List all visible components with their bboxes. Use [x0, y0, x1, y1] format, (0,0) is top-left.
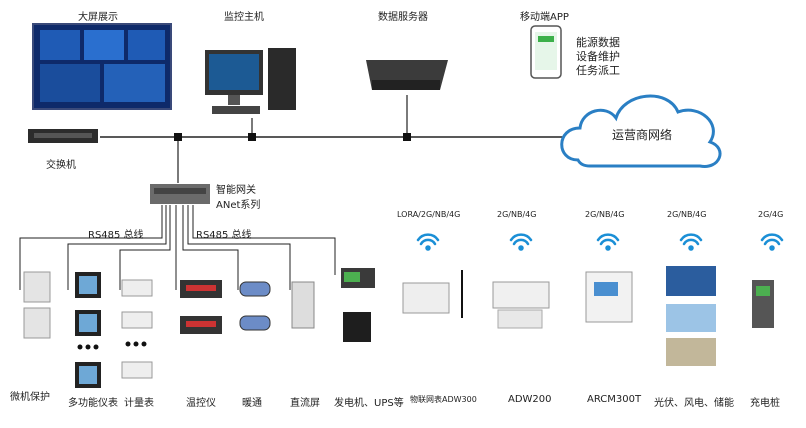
- charger-screen: [756, 286, 770, 296]
- storage-image: [666, 338, 716, 366]
- wifi-icon: [509, 233, 533, 251]
- device-label-dc: 直流屏: [290, 398, 320, 409]
- meter-display: [79, 314, 97, 332]
- mobile-app-label: 移动端APP: [520, 12, 569, 23]
- screen-panel: [104, 64, 165, 102]
- monitor-display: [209, 54, 259, 90]
- wifi-icon: [416, 233, 440, 251]
- junction-node: [248, 133, 256, 141]
- wind-image: [666, 304, 716, 332]
- app-feature-dispatch: 任务派工: [576, 64, 620, 77]
- controller-display: [186, 285, 216, 291]
- rs485-bus-left: RS485 总线: [88, 230, 144, 241]
- protocol-label: 2G/4G: [758, 210, 784, 219]
- device-label-multimeter: 多功能仪表: [68, 398, 118, 409]
- wireless-label-renewables: 光伏、风电、储能: [654, 398, 734, 409]
- pc-tower: [268, 48, 296, 110]
- device-label-hvac: 暖通: [242, 398, 262, 409]
- device-label-protection: 微机保护: [10, 392, 50, 403]
- flow-meter: [239, 281, 271, 297]
- rs485-bus-lines: [19, 205, 336, 290]
- keyboard: [212, 106, 260, 114]
- switch-label: 交换机: [46, 160, 76, 171]
- dc-panel: [291, 281, 315, 329]
- relay-protection-device: [23, 307, 51, 339]
- controller-display: [186, 321, 216, 327]
- wireless-label-adw300: 物联网表ADW300: [410, 395, 477, 404]
- wireless-label-arcm300t: ARCM300T: [587, 394, 642, 405]
- data-server-label: 数据服务器: [378, 12, 428, 23]
- phone-app-bar: [538, 36, 554, 42]
- gateway-name: 智能网关: [216, 185, 256, 196]
- wifi-icon: [760, 233, 784, 251]
- protocol-label: 2G/NB/4G: [667, 210, 707, 219]
- adw200-device: [492, 281, 550, 309]
- screen-panel: [40, 64, 100, 102]
- protocol-label: 2G/NB/4G: [497, 210, 537, 219]
- gateway-ports: [154, 188, 206, 194]
- wireless-label-charger: 充电桩: [750, 398, 780, 409]
- app-feature-energy: 能源数据: [576, 36, 620, 49]
- device-label-meter: 计量表: [124, 398, 154, 409]
- server-front: [372, 80, 440, 90]
- wireless-label-adw200: ADW200: [508, 394, 552, 405]
- arcm-display: [594, 282, 618, 296]
- energy-meter: [121, 361, 153, 379]
- rs485-bus-right: RS485 总线: [196, 230, 252, 241]
- big-screen-label: 大屏展示: [78, 12, 118, 23]
- adw300-meter: [402, 282, 450, 314]
- screen-panel: [84, 30, 124, 60]
- monitor-stand: [228, 95, 240, 105]
- protocol-label: LORA/2G/NB/4G: [397, 210, 461, 219]
- wifi-icon: [679, 233, 703, 251]
- screen-panel: [40, 30, 80, 60]
- cloud-shape: [560, 94, 722, 168]
- gateway-series: ANet系列: [216, 200, 261, 211]
- ups-unit: [343, 312, 371, 342]
- controller-screen: [344, 272, 360, 282]
- protocol-label: 2G/NB/4G: [585, 210, 625, 219]
- adw200-module: [497, 309, 543, 329]
- energy-meter: [121, 311, 153, 329]
- arcm300t-device: [585, 271, 633, 323]
- switch-ports: [34, 133, 92, 138]
- junction-node: [403, 133, 411, 141]
- relay-protection-device: [23, 271, 51, 303]
- device-label-temp: 温控仪: [186, 398, 216, 409]
- device-label-generator: 发电机、UPS等: [334, 398, 404, 409]
- meter-display: [79, 276, 97, 294]
- monitor-host-label: 监控主机: [224, 12, 264, 23]
- ellipsis-dots: [77, 341, 147, 350]
- carrier-network-label: 运营商网络: [612, 128, 673, 142]
- app-feature-maintenance: 设备维护: [576, 50, 620, 63]
- flow-meter: [239, 315, 271, 331]
- wifi-icon: [596, 233, 620, 251]
- screen-panel: [128, 30, 165, 60]
- junction-node: [174, 133, 182, 141]
- meter-display: [79, 366, 97, 384]
- solar-image: [666, 266, 716, 296]
- energy-meter: [121, 279, 153, 297]
